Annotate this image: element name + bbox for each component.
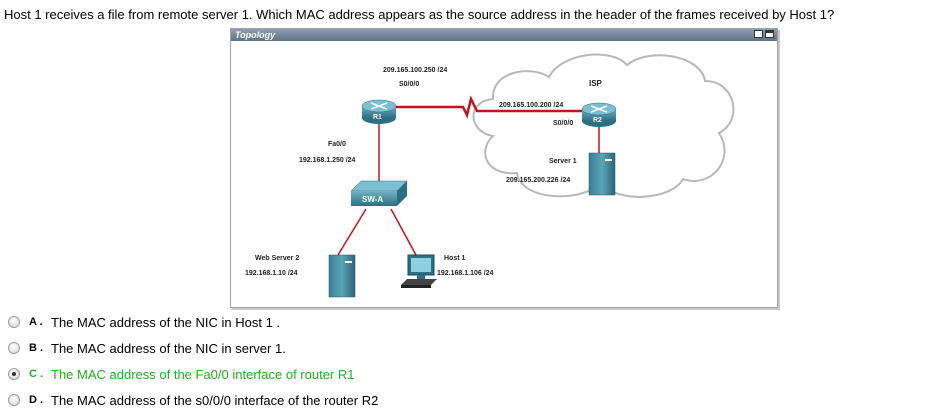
option-b-letter: B . [29,342,44,354]
topology-window: Topology [230,28,778,308]
topology-titlebar: Topology [231,29,777,41]
r1-lan-ip-label: 192.168.1.250 /24 [299,157,356,164]
minimize-icon[interactable] [754,30,763,38]
r1-wan-ip-label: 209.165.100.250 /24 [383,67,447,74]
router-r1-icon [361,99,397,124]
router-r2-icon [581,102,617,127]
web-server-ip-label: 192.168.1.10 /24 [245,270,298,277]
topology-diagram: R1 R2 SW-A [245,53,735,298]
switch-sw-a-icon [350,180,408,206]
web-server-name-label: Web Server 2 [255,255,299,262]
r1-name-label: R1 [373,114,382,121]
option-c-letter: C . [29,368,44,380]
serial-link [391,95,597,119]
window-buttons [754,30,774,38]
web-server-icon [328,254,356,298]
option-b-text: The MAC address of the NIC in server 1. [51,340,286,356]
option-b[interactable]: B . The MAC address of the NIC in server… [8,338,286,358]
option-d[interactable]: D . The MAC address of the s0/0/0 interf… [8,390,378,410]
radio-d-icon[interactable] [8,394,20,406]
r2-serial-label: S0/0/0 [553,120,573,127]
radio-a-icon[interactable] [8,316,20,328]
switch-webserver-link [337,208,367,256]
maximize-icon[interactable] [765,30,774,38]
option-c-text: The MAC address of the Fa0/0 interface o… [51,366,355,382]
isp-label: ISP [589,79,603,88]
radio-c-icon[interactable] [8,368,20,380]
host1-pc-icon [401,254,437,288]
option-c[interactable]: C . The MAC address of the Fa0/0 interfa… [8,364,354,384]
question-text: Host 1 receives a file from remote serve… [4,7,835,22]
option-a[interactable]: A . The MAC address of the NIC in Host 1… [8,312,280,332]
host1-ip-label: 192.168.1.106 /24 [437,270,494,277]
host1-name-label: Host 1 [444,255,466,262]
option-d-letter: D . [29,394,44,406]
option-a-text: The MAC address of the NIC in Host 1 . [51,314,281,330]
r1-fa-label: Fa0/0 [328,141,346,148]
radio-b-icon[interactable] [8,342,20,354]
server1-name-label: Server 1 [549,158,577,165]
r2-wan-ip-label: 209.165.100.200 /24 [499,102,563,109]
switch-name-label: SW-A [362,195,383,204]
option-d-text: The MAC address of the s0/0/0 interface … [51,392,379,408]
r2-name-label: R2 [593,117,602,124]
r1-serial-label: S0/0/0 [399,81,419,88]
option-a-letter: A . [29,316,43,328]
server1-icon [588,152,616,196]
server1-ip-label: 209.165.200.226 /24 [506,177,570,184]
topology-title: Topology [235,30,276,40]
switch-host1-link [390,208,417,256]
